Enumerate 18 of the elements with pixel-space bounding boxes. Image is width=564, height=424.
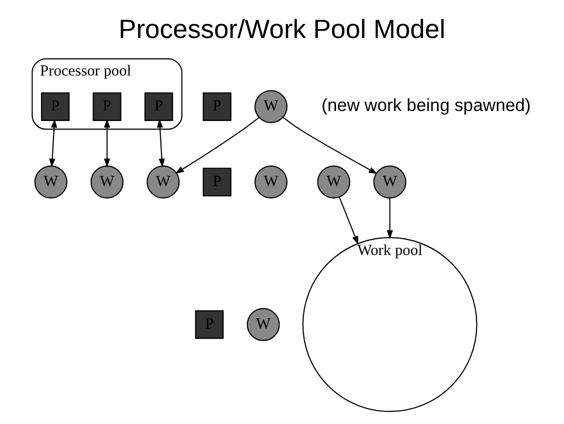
node-circle: W xyxy=(317,166,350,199)
node-circle: W xyxy=(254,90,288,124)
arrow xyxy=(156,118,165,168)
diagram-title: Processor/Work Pool Model xyxy=(118,14,446,44)
node-circle: Work pool xyxy=(302,237,478,412)
arrow xyxy=(386,198,393,240)
label: (new work being spawned) xyxy=(322,94,531,115)
node-circle: W xyxy=(90,166,124,199)
node-circle: W xyxy=(254,166,288,199)
node-circle: W xyxy=(146,166,180,199)
node-circle: W xyxy=(246,308,280,342)
node-circle: W xyxy=(34,166,68,199)
arrow xyxy=(282,116,378,174)
arrow xyxy=(49,118,58,168)
arrow xyxy=(338,196,358,245)
node-circle: W xyxy=(373,166,406,199)
arrow xyxy=(175,117,260,174)
arrow xyxy=(104,118,110,168)
